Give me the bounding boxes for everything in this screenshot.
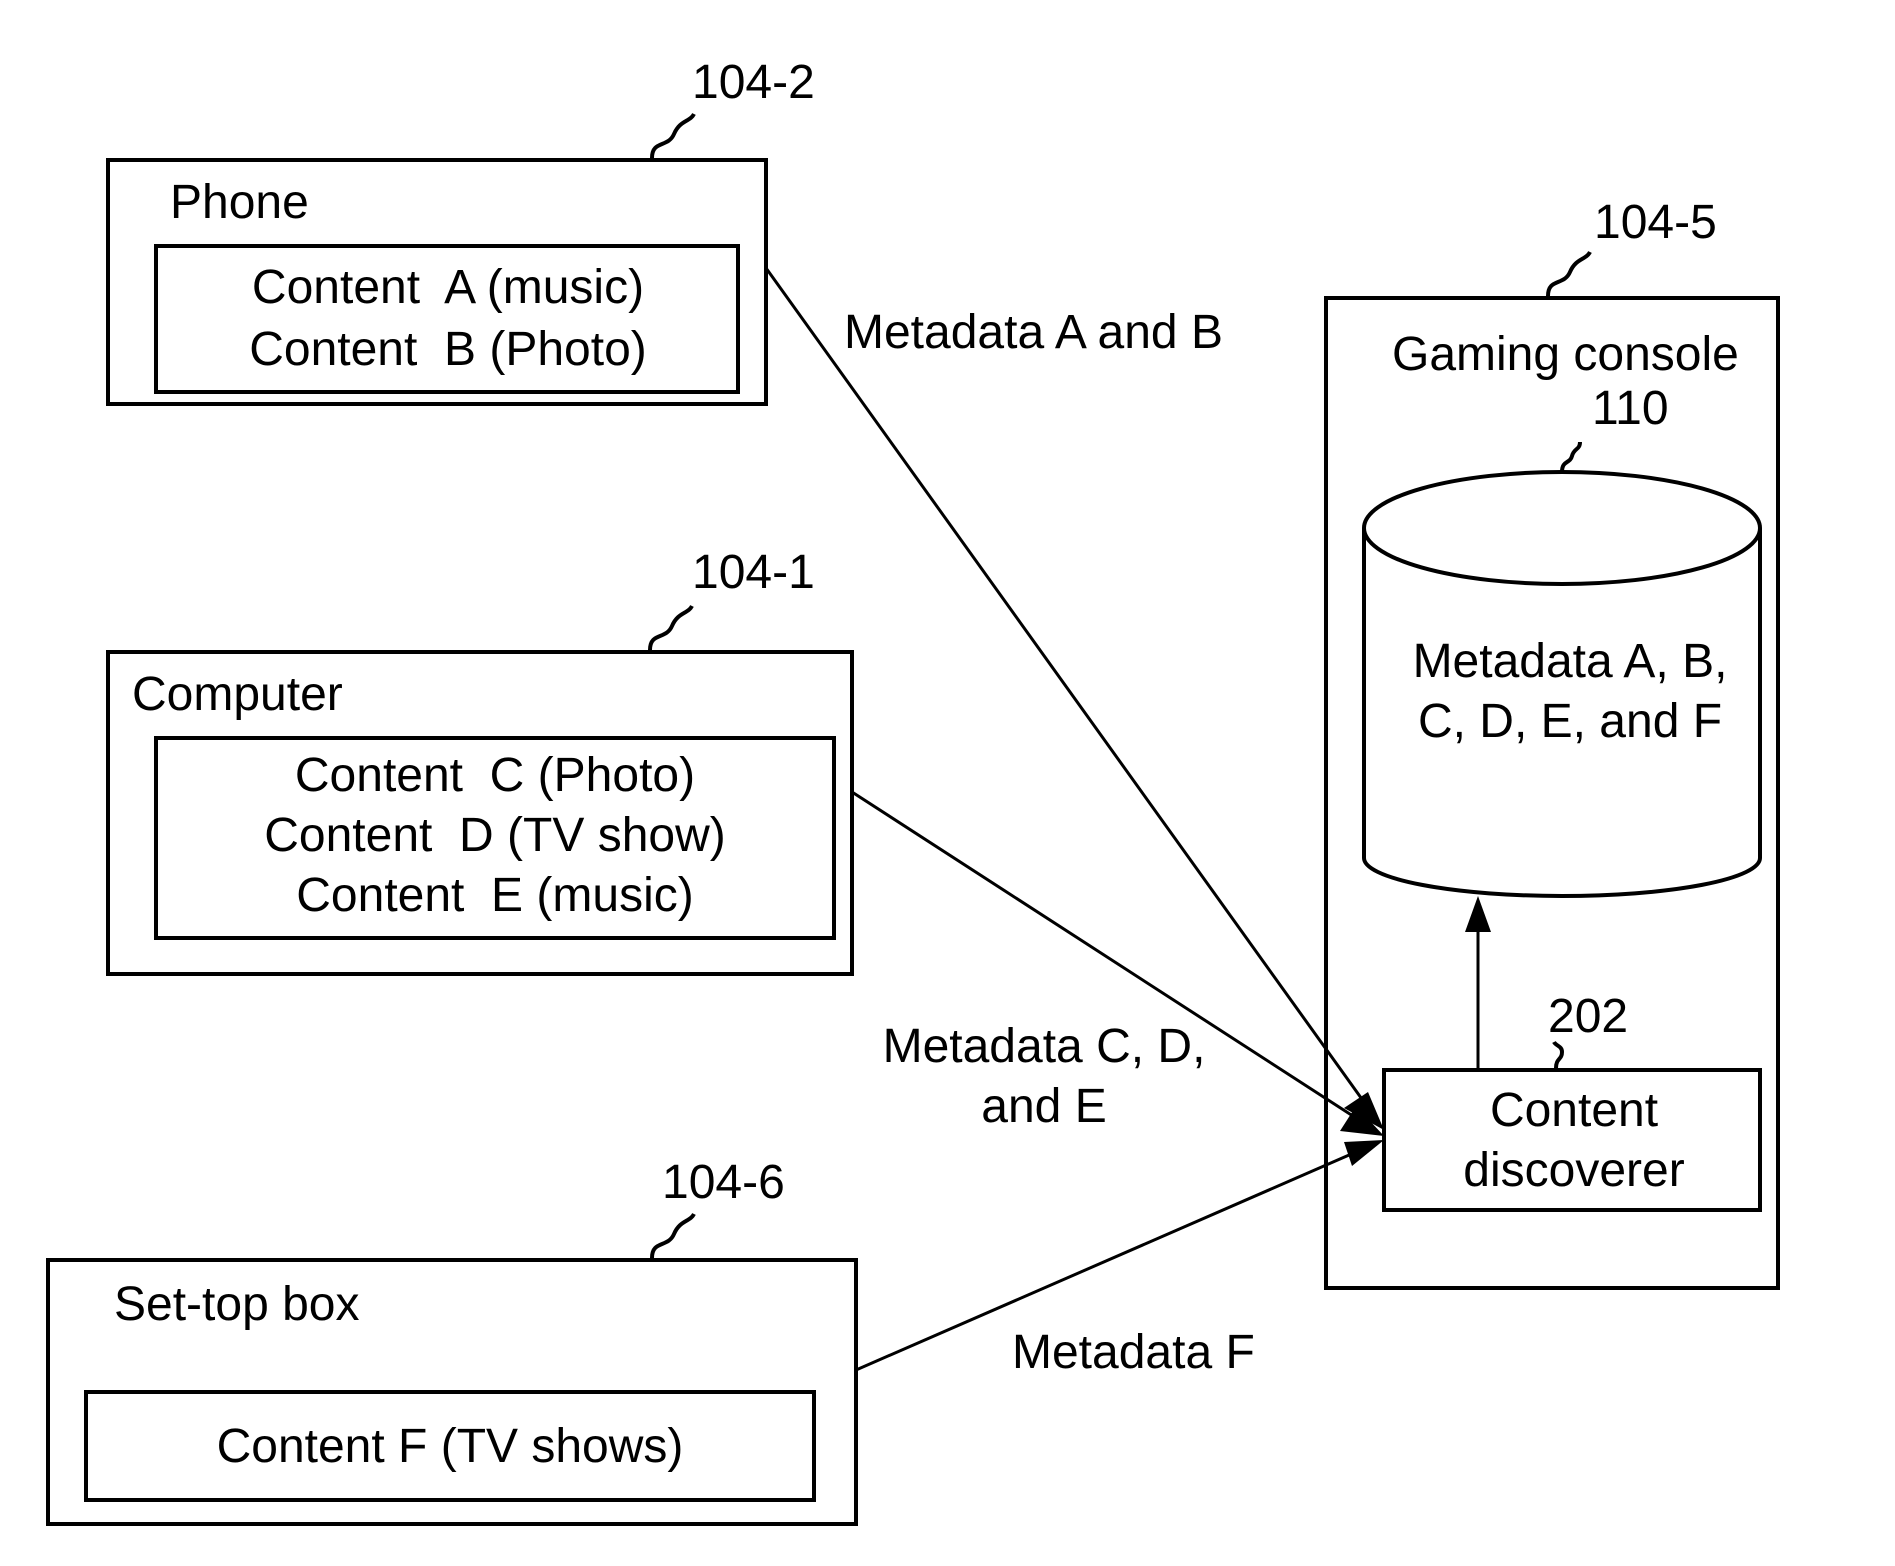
console-title: Gaming console [1392,328,1739,381]
computer-content-e: Content E (music) [296,869,693,922]
gaming-console: 104-5 Gaming console 110 Metadata A, B, … [1326,196,1778,1288]
computer-edge-label-line-1: Metadata C, D, [883,1020,1206,1073]
settop-content-f: Content F (TV shows) [217,1420,684,1473]
discoverer-line-1: Content [1490,1084,1658,1137]
computer-edge-label-line-2: and E [981,1080,1106,1133]
computer-content-c: Content C (Photo) [295,749,695,802]
computer-to-discoverer-connection [852,792,1384,1136]
phone-device: 104-2 Phone Content A (music) Content B … [108,56,815,404]
computer-ref-label: 104-1 [692,546,815,599]
settop-device: 104-6 Set-top box Content F (TV shows) [48,1156,856,1524]
discoverer-ref-leader [1554,1042,1562,1068]
phone-title: Phone [170,176,309,229]
discoverer-ref-label: 202 [1548,990,1628,1043]
settop-ref-label: 104-6 [662,1156,785,1209]
phone-ref-label: 104-2 [692,56,815,109]
phone-ref-leader [652,114,694,158]
phone-content-b: Content B (Photo) [249,323,647,376]
phone-to-discoverer-connection [766,268,1384,1130]
store-cylinder-top [1364,472,1760,584]
computer-content-d: Content D (TV show) [264,809,725,862]
store-content-line-2: C, D, E, and F [1418,695,1722,748]
store-arrowhead [1465,896,1491,932]
settop-title: Set-top box [114,1278,359,1331]
discoverer-to-store-arrow [1465,896,1491,1070]
console-ref-leader [1548,252,1590,296]
console-ref-label: 104-5 [1594,196,1717,249]
phone-content-a: Content A (music) [252,261,644,314]
computer-device: 104-1 Computer Content C (Photo) Content… [108,546,852,974]
computer-ref-leader [650,606,692,650]
settop-ref-leader [652,1214,694,1258]
phone-edge-label: Metadata A and B [844,306,1223,359]
settop-edge-label: Metadata F [1012,1326,1255,1379]
settop-arrowhead [1344,1140,1384,1166]
store-ref-leader [1562,442,1580,472]
store-content-line-1: Metadata A, B, [1413,635,1728,688]
store-ref-label: 110 [1592,382,1669,435]
computer-title: Computer [132,668,343,721]
discoverer-line-2: discoverer [1463,1144,1684,1197]
